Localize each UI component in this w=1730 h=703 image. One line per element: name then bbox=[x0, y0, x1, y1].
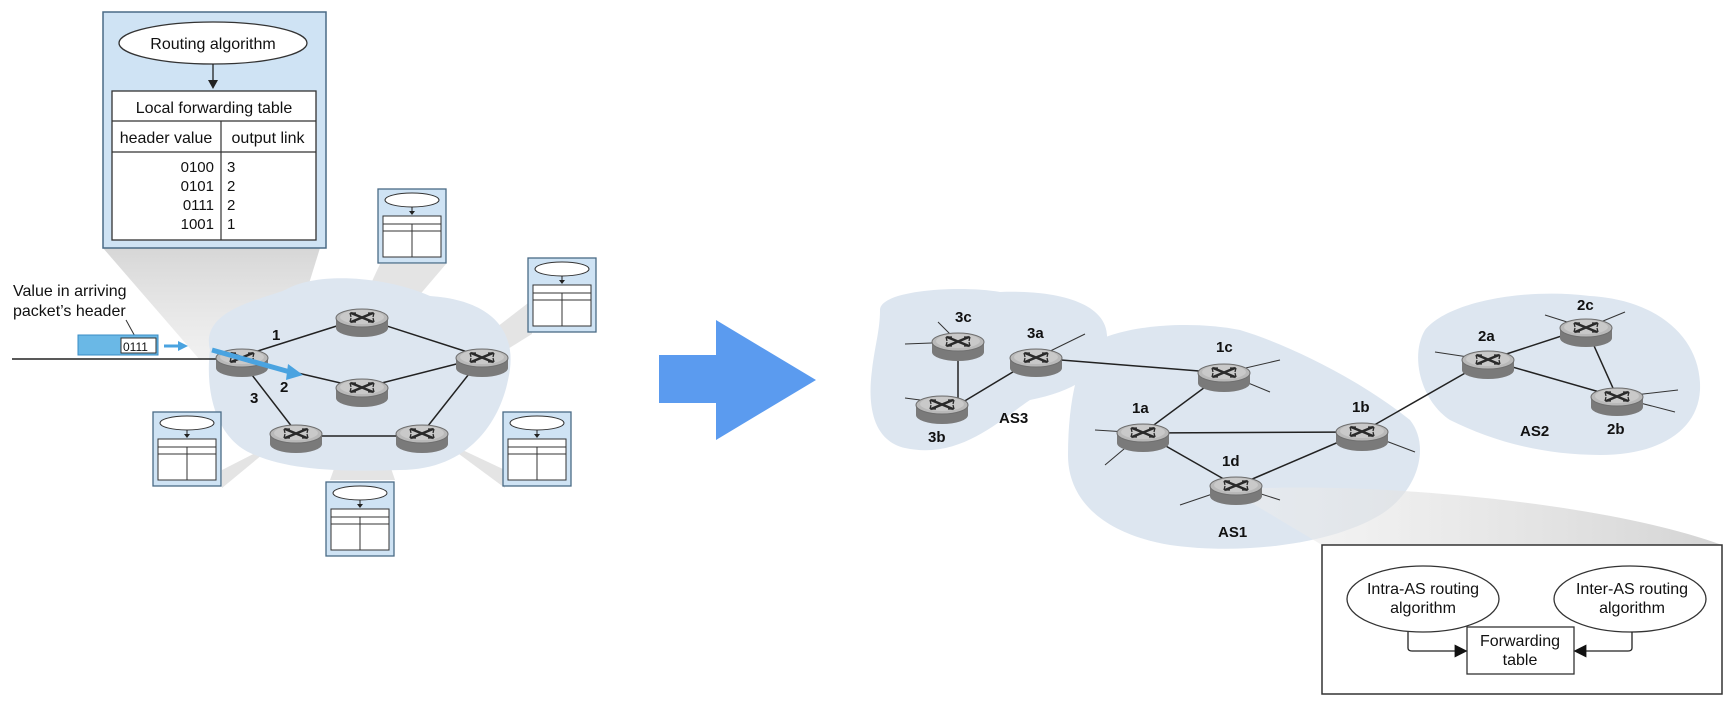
table-col-header-value: header value bbox=[120, 130, 213, 147]
router-label: 1d bbox=[1222, 453, 1240, 470]
arriving-label-line1: Value in arriving bbox=[13, 283, 127, 300]
router-label: 2c bbox=[1577, 297, 1594, 314]
table-row-link: 1 bbox=[227, 216, 235, 233]
link-label-3: 3 bbox=[250, 390, 258, 407]
router-left-bottomleft bbox=[268, 423, 324, 455]
routing-algorithm-label: Routing algorithm bbox=[150, 36, 275, 53]
link-label-2: 2 bbox=[280, 379, 288, 396]
packet-header-value: 0111 bbox=[123, 340, 148, 354]
routing-panel-small-lowerright bbox=[502, 411, 572, 487]
intra-as-ellipse bbox=[1346, 565, 1500, 633]
router-left-top bbox=[334, 307, 390, 339]
routing-panel-small-bottom bbox=[325, 481, 395, 557]
forwarding-table-title: Local forwarding table bbox=[136, 100, 293, 117]
table-row-header: 0100 bbox=[181, 159, 214, 176]
forwarding-arrow bbox=[211, 347, 291, 375]
inter-as-label-line1: Inter-AS routing bbox=[1576, 581, 1688, 598]
forwarding-table-box bbox=[111, 90, 317, 241]
router-label: 3c bbox=[955, 309, 972, 326]
right-network: 3c 3a 3b 1c 1a 1d 1b 2a 2c 2b AS3 AS1 AS… bbox=[870, 289, 1723, 695]
intra-as-label-line1: Intra-AS routing bbox=[1367, 581, 1479, 598]
router-left-middle bbox=[334, 377, 390, 409]
router-left-right bbox=[454, 347, 510, 379]
router-1b bbox=[1334, 421, 1390, 453]
table-col-output-link: output link bbox=[232, 130, 306, 147]
router-1d bbox=[1208, 475, 1264, 507]
zoom-shadow bbox=[1230, 487, 1722, 545]
table-row-header: 0101 bbox=[181, 178, 214, 195]
intra-to-table-arrow bbox=[1407, 632, 1468, 658]
forwarding-arrow-head bbox=[286, 364, 303, 380]
forwarding-table-node-line1: Forwarding bbox=[1480, 633, 1560, 650]
routing-panel-small-right bbox=[527, 257, 597, 333]
left-network: 1 2 3 Value in arriving packet’s header … bbox=[12, 11, 597, 557]
left-network-cloud bbox=[208, 278, 511, 471]
transition-arrow bbox=[659, 320, 816, 440]
router-3a bbox=[1008, 347, 1064, 379]
inter-as-ellipse bbox=[1553, 565, 1707, 633]
intra-as-label-line2: algorithm bbox=[1390, 600, 1456, 617]
table-row-link: 3 bbox=[227, 159, 235, 176]
as2-cloud bbox=[1418, 293, 1701, 455]
as-label: AS3 bbox=[999, 410, 1028, 427]
router-label: 1a bbox=[1132, 400, 1149, 417]
router-label: 2a bbox=[1478, 328, 1495, 345]
router-label: 3a bbox=[1027, 325, 1044, 342]
arriving-label-line2: packet’s header bbox=[13, 303, 126, 320]
router-label: 1b bbox=[1352, 399, 1370, 416]
routing-panel-small-top bbox=[377, 188, 447, 264]
router-3b bbox=[914, 394, 970, 426]
routing-panel-main: Routing algorithm Local forwarding table… bbox=[102, 11, 327, 249]
routing-panel-small-left bbox=[152, 411, 222, 487]
forwarding-table-node bbox=[1466, 626, 1575, 675]
link-label-1: 1 bbox=[272, 327, 280, 344]
router-1c bbox=[1196, 362, 1252, 394]
router-label: 1c bbox=[1216, 339, 1233, 356]
table-row-link: 2 bbox=[227, 178, 235, 195]
router-left-bottomright bbox=[394, 423, 450, 455]
router-3c bbox=[930, 331, 986, 363]
router-2c bbox=[1558, 317, 1614, 349]
packet: 0111 bbox=[77, 334, 188, 356]
router-zoom-box: Intra-AS routing algorithm Inter-AS rout… bbox=[1321, 544, 1723, 695]
router-2a bbox=[1460, 349, 1516, 381]
router-1a bbox=[1115, 422, 1171, 454]
table-row-header: 0111 bbox=[183, 197, 214, 214]
table-row-link: 2 bbox=[227, 197, 235, 214]
inter-to-table-arrow bbox=[1573, 632, 1633, 658]
as-label: AS1 bbox=[1218, 524, 1247, 541]
as-label: AS2 bbox=[1520, 423, 1549, 440]
router-2b bbox=[1589, 386, 1645, 418]
router-label: 3b bbox=[928, 429, 946, 446]
forwarding-table-node-line2: table bbox=[1503, 652, 1538, 669]
inter-as-label-line2: algorithm bbox=[1599, 600, 1665, 617]
table-row-header: 1001 bbox=[181, 216, 214, 233]
router-label: 2b bbox=[1607, 421, 1625, 438]
